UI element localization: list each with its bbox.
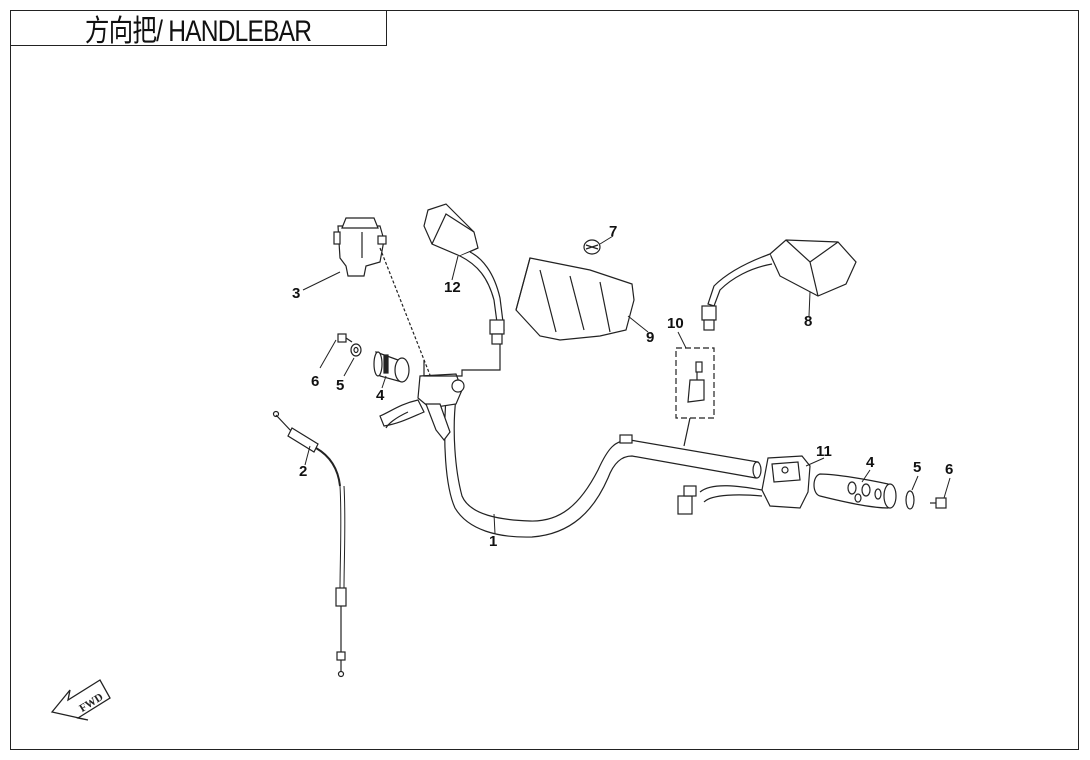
fwd-arrow bbox=[50, 679, 111, 721]
callout-3: 3 bbox=[292, 285, 300, 302]
cap-part bbox=[583, 239, 601, 255]
diagram-frame bbox=[10, 10, 1079, 750]
left-grip bbox=[373, 351, 410, 383]
left-bolt bbox=[337, 333, 353, 343]
callout-12: 12 bbox=[444, 279, 461, 296]
handlebar-tube bbox=[444, 397, 762, 538]
callout-6-right: 6 bbox=[945, 461, 953, 478]
callout-8: 8 bbox=[804, 313, 812, 330]
leader-lines bbox=[302, 235, 951, 535]
callout-1: 1 bbox=[489, 533, 497, 550]
callout-5-left: 5 bbox=[336, 377, 344, 394]
diagram-title: 方向把/ HANDLEBAR bbox=[84, 14, 312, 48]
throttle-cable bbox=[272, 410, 347, 678]
hand-guard-cover bbox=[515, 257, 635, 341]
right-switch-housing bbox=[677, 455, 811, 515]
callout-7: 7 bbox=[609, 223, 617, 240]
callout-10: 10 bbox=[667, 315, 684, 332]
title-box: 方向把/ HANDLEBAR bbox=[10, 10, 387, 48]
left-mirror bbox=[423, 203, 505, 345]
callout-6-left: 6 bbox=[311, 373, 319, 390]
callout-11: 11 bbox=[816, 443, 832, 460]
right-mirror bbox=[701, 239, 857, 331]
callout-2: 2 bbox=[299, 463, 307, 480]
brake-reservoir bbox=[333, 217, 431, 376]
switch-part bbox=[675, 347, 715, 447]
brake-master-cylinder bbox=[379, 340, 501, 441]
right-bolt bbox=[930, 497, 947, 509]
callout-5-right: 5 bbox=[913, 459, 921, 476]
callout-4-left: 4 bbox=[376, 387, 385, 404]
right-grip bbox=[813, 473, 897, 509]
callout-9: 9 bbox=[646, 329, 654, 346]
callout-4-right: 4 bbox=[866, 454, 875, 471]
right-washer bbox=[905, 490, 915, 510]
